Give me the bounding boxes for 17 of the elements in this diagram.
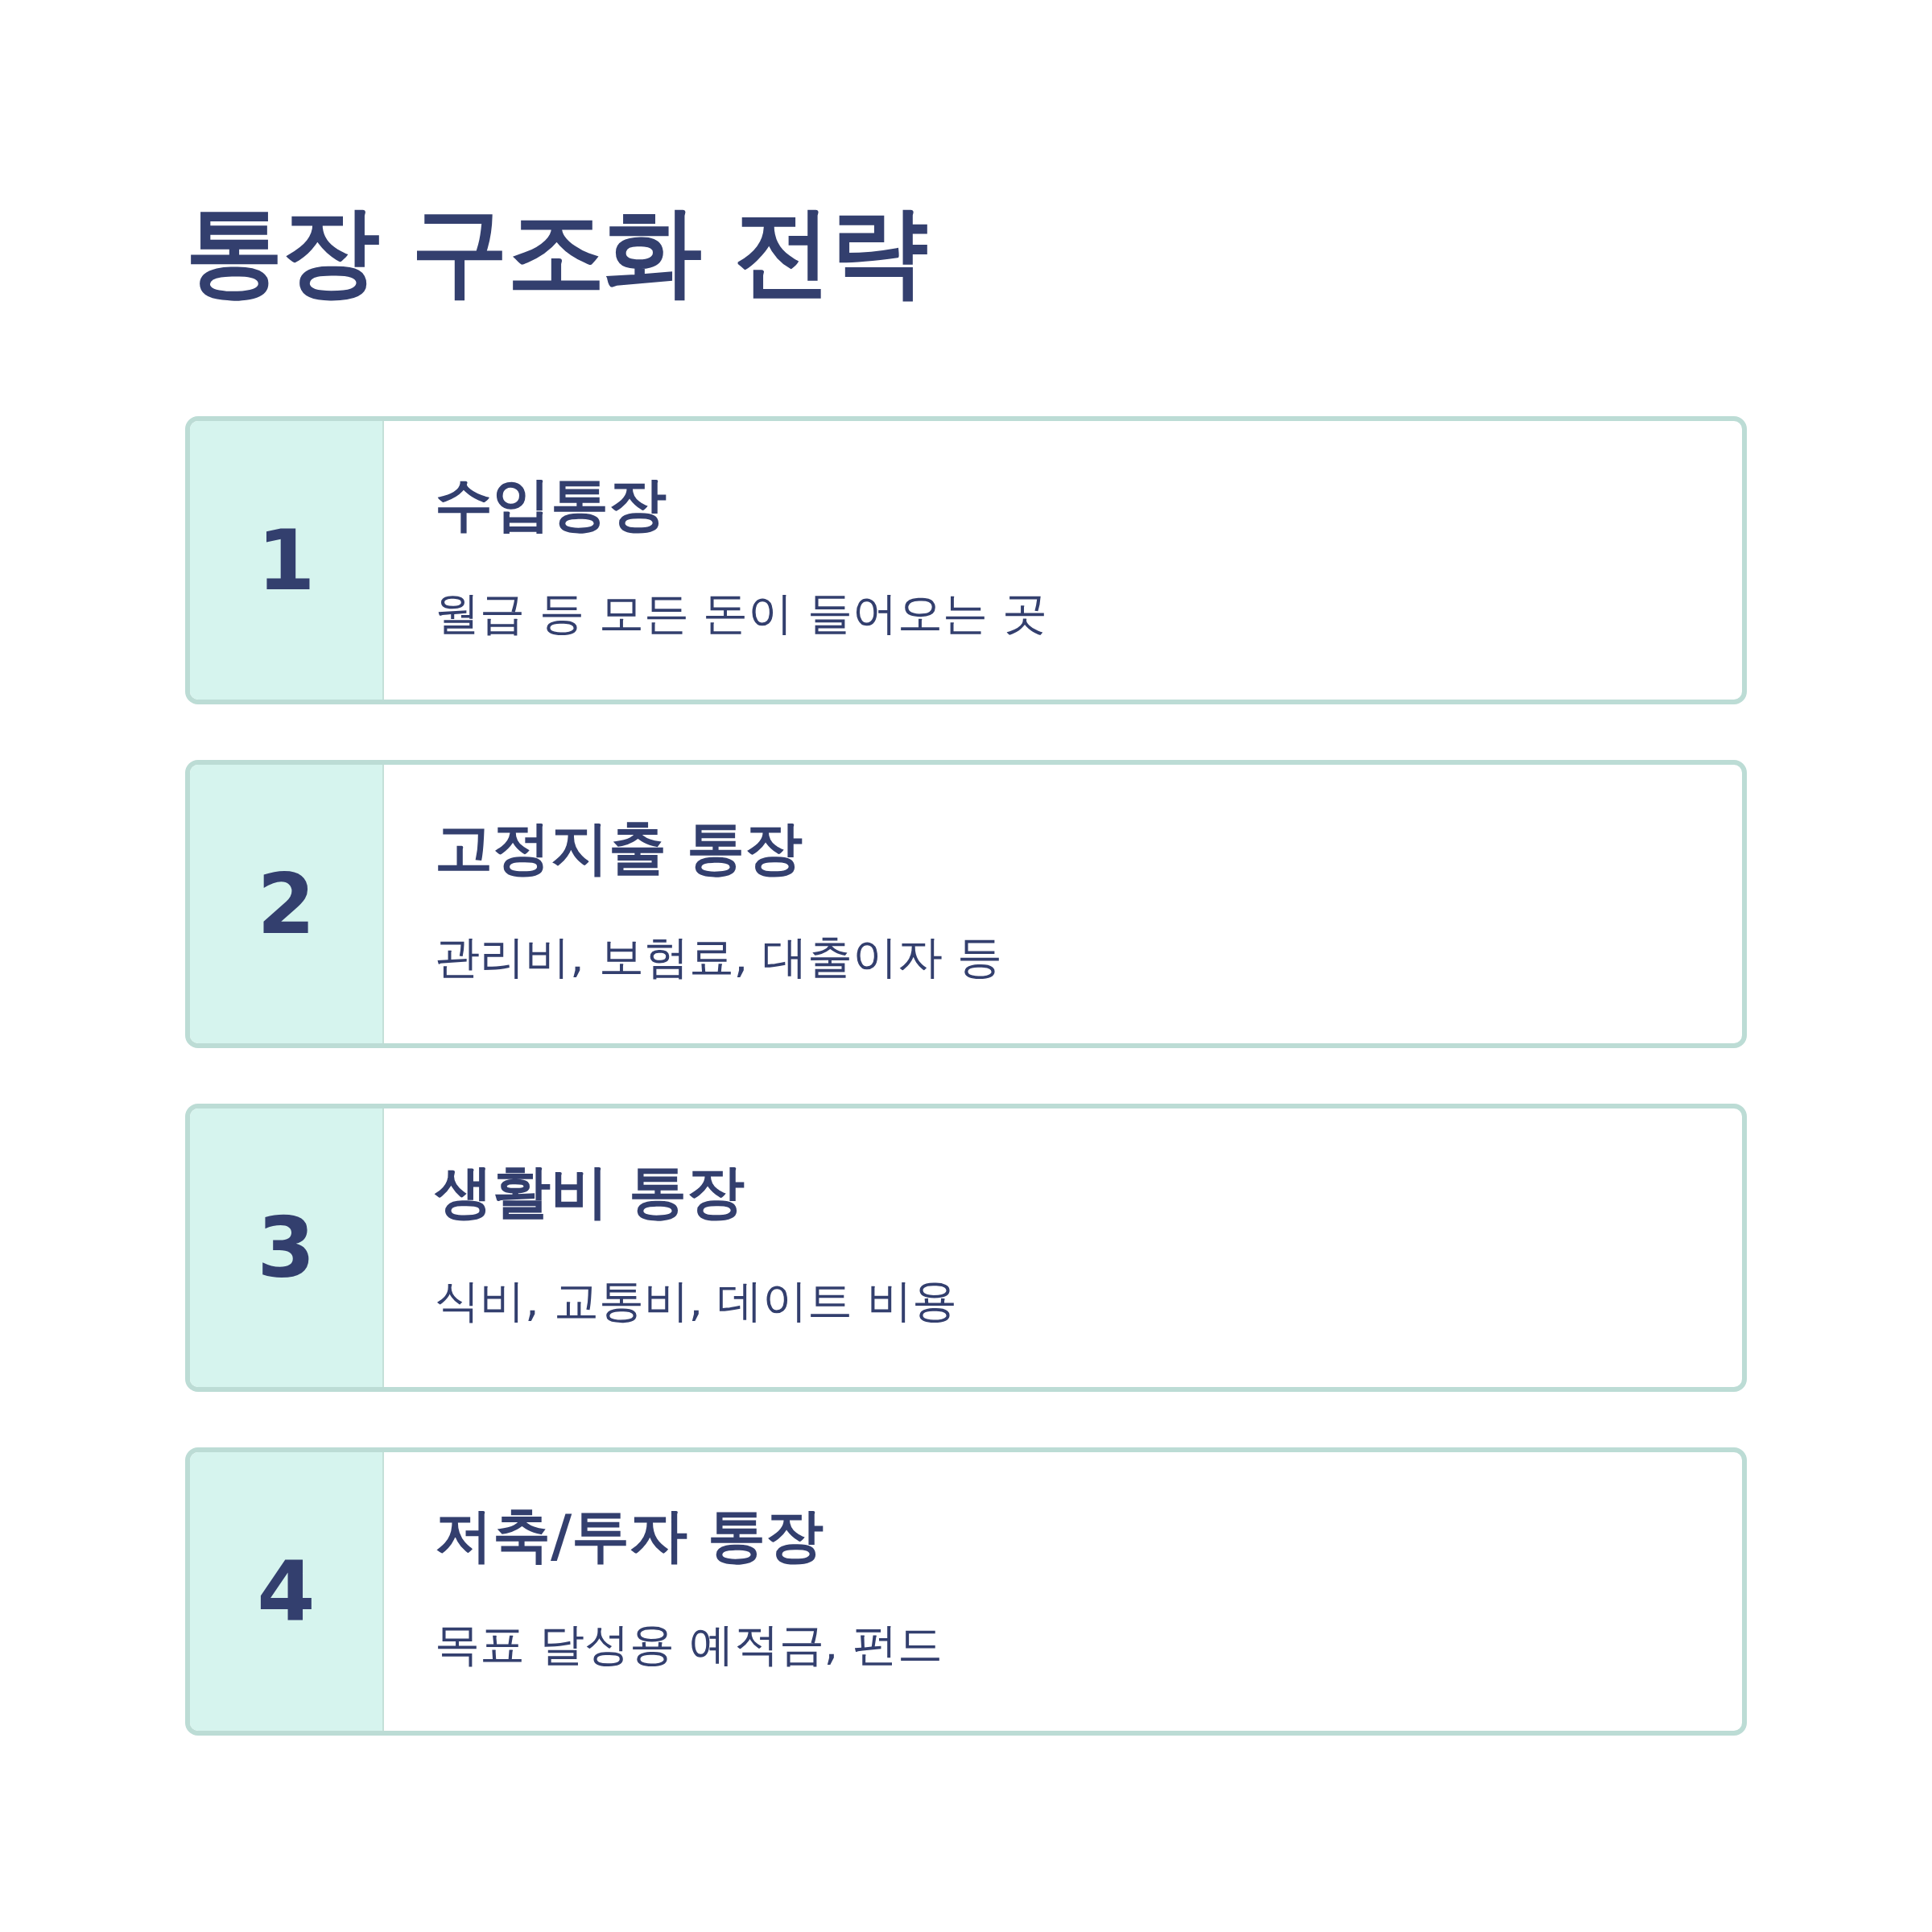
card-heading: 생활비 통장 xyxy=(435,1157,745,1227)
step-number-panel: 1 xyxy=(190,421,384,700)
card-heading: 고정지출 통장 xyxy=(435,813,803,883)
step-number-panel: 3 xyxy=(190,1108,384,1387)
card-heading: 저축/투자 통장 xyxy=(435,1501,824,1571)
card-heading: 수입통장 xyxy=(435,469,667,539)
step-number-panel: 2 xyxy=(190,765,384,1043)
card-description: 식비, 교통비, 데이트 비용 xyxy=(435,1274,957,1328)
card-description: 목표 달성용 예적금, 펀드 xyxy=(435,1617,943,1672)
account-card xyxy=(185,760,1747,1048)
account-card xyxy=(185,1447,1747,1736)
card-description: 관리비, 보험료, 대출이자 등 xyxy=(435,930,1002,985)
page-title: 통장 구조화 전략 xyxy=(185,197,927,306)
account-card xyxy=(185,1104,1747,1392)
card-description: 월급 등 모든 돈이 들어오는 곳 xyxy=(435,586,1047,641)
account-card xyxy=(185,416,1747,704)
step-number-panel: 4 xyxy=(190,1452,384,1731)
